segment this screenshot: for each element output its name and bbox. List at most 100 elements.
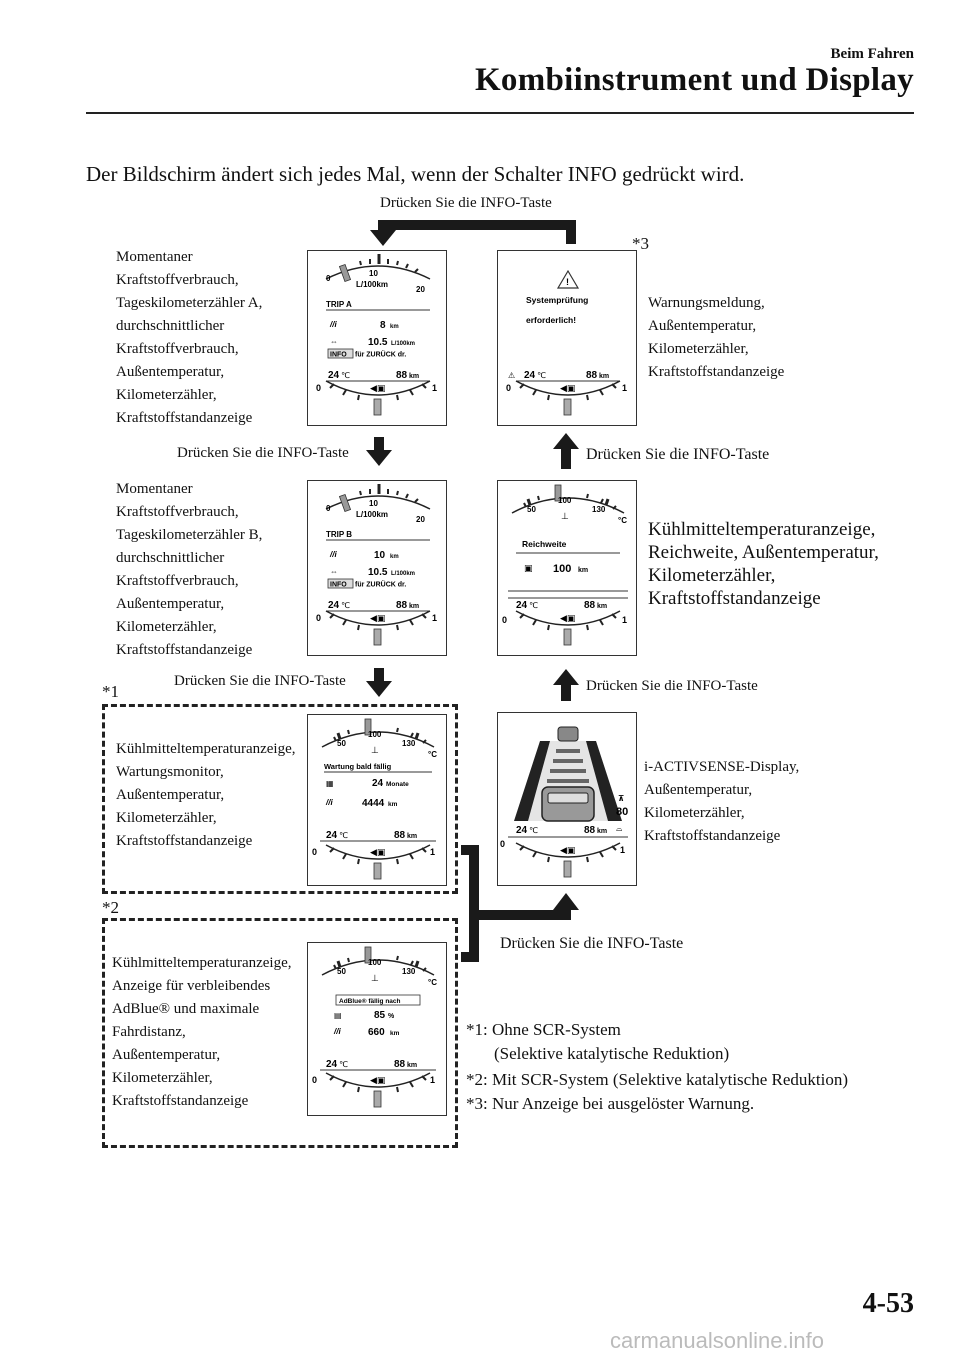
svg-text:◀▣: ◀▣ <box>370 847 385 857</box>
svg-text:1: 1 <box>622 383 627 393</box>
page-number: 4-53 <box>862 1288 914 1319</box>
svg-text:660: 660 <box>368 1027 385 1038</box>
svg-text:L/100km: L/100km <box>356 510 388 519</box>
panel-maint: 50 100 130 °C ⊥ Wartung bald fällig ▦ 24… <box>307 714 447 886</box>
svg-text:◀▣: ◀▣ <box>370 1075 385 1085</box>
lead-car-icon <box>557 726 579 742</box>
svg-text:◀▣: ◀▣ <box>560 613 575 623</box>
svg-text:⊼: ⊼ <box>618 794 625 803</box>
svg-text:0: 0 <box>506 383 511 393</box>
svg-text:℃: ℃ <box>339 831 348 840</box>
svg-text:erforderlich!: erforderlich! <box>526 315 576 325</box>
small-warning-icon: ⚠ <box>508 371 515 380</box>
svg-text:℃: ℃ <box>537 371 546 380</box>
svg-text:km: km <box>578 567 588 574</box>
svg-text:88: 88 <box>396 600 408 611</box>
svg-text:%: % <box>388 1013 395 1020</box>
svg-text:88: 88 <box>396 370 408 381</box>
svg-text:1: 1 <box>432 613 437 623</box>
svg-text:km: km <box>390 554 399 560</box>
svg-text:100: 100 <box>553 563 571 575</box>
svg-text:24: 24 <box>328 370 340 381</box>
svg-text:0: 0 <box>312 847 317 857</box>
section-label: Beim Fahren <box>830 46 914 62</box>
svg-text:24: 24 <box>326 1059 338 1070</box>
svg-text:km: km <box>390 324 399 330</box>
svg-text:℃: ℃ <box>341 371 350 380</box>
panel-range: 50 100 130 °C ⊥ Reichweite ▣ 100 km 24 ℃… <box>497 480 637 656</box>
svg-text:km: km <box>388 801 398 808</box>
scr-box-1 <box>102 704 458 894</box>
svg-text:24: 24 <box>372 778 384 789</box>
svg-text://i: //i <box>333 1027 341 1036</box>
svg-text:km: km <box>597 828 607 835</box>
svg-text:1: 1 <box>430 1075 435 1085</box>
svg-text:130: 130 <box>402 739 416 748</box>
svg-text://i: //i <box>329 550 337 559</box>
svg-text:⇔: ⇔ <box>330 337 338 346</box>
svg-text:88: 88 <box>394 830 406 841</box>
svg-text:km: km <box>390 1030 400 1037</box>
press-label-right-2: Drücken Sie die INFO-Taste <box>586 678 758 694</box>
svg-text:°C: °C <box>428 978 437 987</box>
svg-text:Reichweite: Reichweite <box>522 539 567 549</box>
svg-text:km: km <box>407 833 417 840</box>
svg-text:⊥: ⊥ <box>561 511 569 521</box>
svg-text:88: 88 <box>586 370 598 381</box>
svg-text:130: 130 <box>402 967 416 976</box>
svg-text:0: 0 <box>312 1075 317 1085</box>
svg-text:24: 24 <box>328 600 340 611</box>
intro-text: Der Bildschirm ändert sich jedes Mal, we… <box>86 162 745 186</box>
svg-text:◀▣: ◀▣ <box>560 845 575 855</box>
svg-text:℃: ℃ <box>341 601 350 610</box>
svg-text:0: 0 <box>326 274 331 283</box>
svg-text:INFO: INFO <box>330 582 347 589</box>
press-label-top: Drücken Sie die INFO-Taste <box>380 195 552 211</box>
svg-text://i: //i <box>329 320 337 329</box>
svg-text:◀▣: ◀▣ <box>560 383 575 393</box>
svg-text:24: 24 <box>326 830 338 841</box>
svg-text:km: km <box>409 373 419 380</box>
header-rule <box>86 112 914 114</box>
desc-warning: Warnungsmeldung,Außentemperatur,Kilomete… <box>648 295 785 380</box>
svg-text:88: 88 <box>584 600 596 611</box>
svg-text:▤: ▤ <box>334 1011 342 1020</box>
marker-2: *2 <box>102 898 119 917</box>
footnote-3: *3: Nur Anzeige bei ausgelöster Warnung. <box>466 1094 755 1113</box>
press-label-left-1: Drücken Sie die INFO-Taste <box>177 445 349 461</box>
svg-text:TRIP B: TRIP B <box>326 530 352 539</box>
svg-text:100: 100 <box>558 496 572 505</box>
panel-adblue: 50 100 130 °C ⊥ AdBlue® fällig nach ▤ 85… <box>307 942 447 1116</box>
svg-text:50: 50 <box>527 505 536 514</box>
svg-text:für ZURÜCK dr.: für ZURÜCK dr. <box>355 350 406 359</box>
svg-text:10: 10 <box>369 269 378 278</box>
svg-text:TRIP A: TRIP A <box>326 300 352 309</box>
svg-text:⊥: ⊥ <box>371 973 379 983</box>
panel-trip-a: 0 10 20 L/100km TRIP A //i 8 km ⇔ 10.5 L… <box>307 250 447 426</box>
svg-text:0: 0 <box>316 383 321 393</box>
svg-text:◀▣: ◀▣ <box>370 383 385 393</box>
press-label-right-1: Drücken Sie die INFO-Taste <box>586 446 770 463</box>
svg-text:1: 1 <box>430 847 435 857</box>
footnote-1: *1: Ohne SCR-System <box>466 1020 621 1039</box>
svg-text:L/100km: L/100km <box>391 571 415 577</box>
svg-text://i: //i <box>325 798 333 807</box>
svg-text:km: km <box>409 603 419 610</box>
svg-text:130: 130 <box>592 505 606 514</box>
svg-text:1: 1 <box>622 615 627 625</box>
svg-text:AdBlue® fällig nach: AdBlue® fällig nach <box>339 997 401 1005</box>
svg-text:0: 0 <box>316 613 321 623</box>
svg-text:!: ! <box>566 277 569 287</box>
svg-text:◀▣: ◀▣ <box>370 613 385 623</box>
svg-text:24: 24 <box>516 825 528 836</box>
svg-text:10.5: 10.5 <box>368 567 388 578</box>
svg-text:100: 100 <box>368 958 382 967</box>
svg-text:8: 8 <box>380 320 386 331</box>
svg-text:20: 20 <box>416 515 425 524</box>
warning-icon <box>556 269 580 289</box>
press-label-bottom: Drücken Sie die INFO-Taste <box>500 935 684 952</box>
scr-box-2 <box>102 918 458 1148</box>
marker-1: *1 <box>102 682 119 701</box>
